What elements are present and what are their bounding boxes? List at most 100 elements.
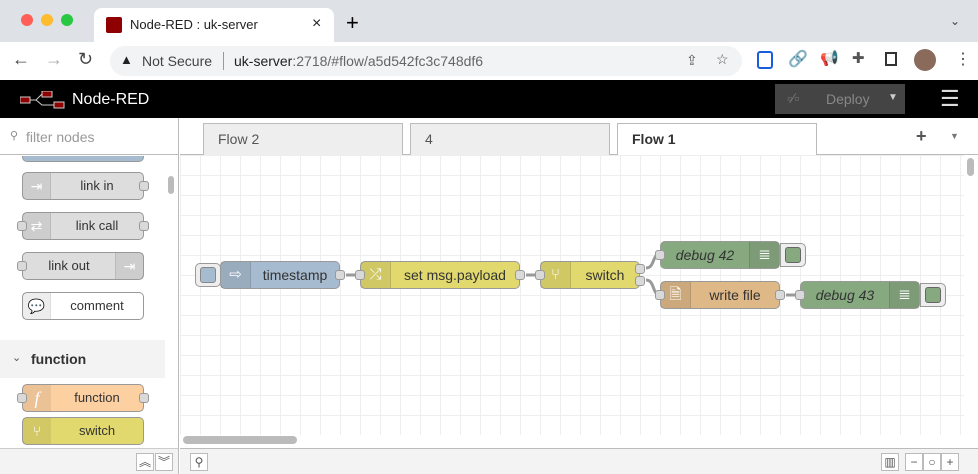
new-tab-button[interactable]: + [346, 10, 359, 35]
zoom-out-button[interactable]: − [905, 453, 923, 471]
profile-avatar[interactable] [914, 49, 936, 71]
workspace-footer: ⚲ ▥ − ○ + [180, 448, 978, 474]
browser-toolbar: ← → ↻ ▲ Not Secure uk-server:2718/#flow/… [0, 42, 978, 80]
node-label: comment [70, 298, 124, 313]
palette-node-partial[interactable] [22, 156, 144, 162]
node-label: set msg.payload [404, 267, 506, 283]
node-label: write file [709, 287, 761, 303]
search-flows-button[interactable]: ⚲ [190, 453, 208, 471]
palette-scrollbar[interactable] [165, 156, 178, 448]
add-flow-button[interactable]: + [916, 126, 927, 146]
extensions-puzzle-icon[interactable]: ✚ [852, 50, 865, 67]
input-port[interactable] [535, 270, 545, 280]
link-call-icon: ⇄ [23, 213, 51, 239]
output-port[interactable] [775, 290, 785, 300]
inject-button[interactable] [195, 263, 221, 287]
link-extension-icon[interactable]: 🔗 [788, 51, 808, 68]
palette-node-switch[interactable]: ⑂switch [22, 417, 144, 445]
main-menu-icon[interactable]: ☰ [940, 86, 960, 111]
palette-node-comment[interactable]: 💬comment [22, 292, 144, 320]
browser-menu-icon[interactable]: ⋮ [955, 51, 971, 68]
palette-filter[interactable]: ⚲ filter nodes [0, 118, 178, 155]
palette-node-link-call[interactable]: ⇄link call [17, 212, 149, 240]
output-port[interactable] [335, 270, 345, 280]
reload-icon[interactable]: ↻ [78, 49, 94, 69]
maximize-window-button[interactable] [61, 14, 73, 26]
input-port [17, 221, 27, 231]
debug-43-toggle[interactable] [920, 283, 946, 307]
node-red-header: Node-RED ▫⁄▫ Deploy ▼ ☰ [0, 80, 978, 118]
debug-42-toggle[interactable] [780, 243, 806, 267]
node-timestamp[interactable]: ⇨timestamp [220, 261, 345, 289]
output-port [139, 221, 149, 231]
not-secure-label[interactable]: Not Secure [142, 53, 213, 69]
flow-list-caret-icon[interactable]: ▼ [950, 131, 959, 141]
filter-nodes-input[interactable]: filter nodes [26, 129, 95, 145]
forward-icon[interactable]: → [45, 49, 63, 69]
node-set-msg-payload[interactable]: ⤮set msg.payload [355, 261, 525, 289]
share-icon[interactable]: ⇪ [686, 52, 698, 68]
bookmark-star-icon[interactable]: ☆ [716, 51, 729, 67]
flow-canvas[interactable]: ⇨timestamp ⤮set msg.payload ⑂switch debu… [180, 155, 964, 435]
url-path: :2718/#flow/a5d542fc3c748df6 [292, 53, 484, 69]
vertical-scrollbar-thumb[interactable] [967, 158, 974, 176]
input-port[interactable] [655, 250, 665, 260]
search-icon: ⚲ [10, 130, 19, 142]
input-port[interactable] [655, 290, 665, 300]
tab-label: Flow 1 [632, 131, 676, 147]
node-label: debug 43 [815, 287, 875, 303]
tab-label: 4 [425, 131, 433, 147]
input-port [17, 393, 27, 403]
horizontal-scrollbar-thumb[interactable] [183, 436, 297, 444]
node-red-logo-icon [20, 91, 65, 109]
file-icon: 🗎 [661, 282, 691, 308]
vertical-scroll-track[interactable] [964, 155, 978, 448]
palette-node-link-in[interactable]: ⇥link in [22, 172, 149, 200]
tab-flow-2[interactable]: Flow 2 [203, 123, 403, 155]
tab-title: Node-RED : uk-server [130, 17, 258, 32]
output-port-2[interactable] [635, 276, 645, 286]
expand-all-button[interactable]: ︾ [155, 453, 173, 471]
node-switch[interactable]: ⑂switch [535, 261, 645, 289]
close-window-button[interactable] [21, 14, 33, 26]
debug-list-icon: ≣ [889, 282, 919, 308]
url-host: uk-server [234, 53, 293, 69]
debug-list-icon: ≣ [749, 242, 779, 268]
warning-icon: ▲ [120, 52, 133, 67]
node-label: switch [585, 267, 625, 283]
address-bar[interactable]: ▲ Not Secure uk-server:2718/#flow/a5d542… [110, 46, 742, 76]
category-function-header[interactable]: ⌄ function [0, 340, 165, 378]
node-debug-43[interactable]: debug 43 ≣ [795, 281, 920, 309]
tab-4[interactable]: 4 [410, 123, 610, 155]
zoom-in-button[interactable]: + [941, 453, 959, 471]
zoom-reset-button[interactable]: ○ [923, 453, 941, 471]
link-out-icon: ⇥ [115, 253, 143, 279]
tab-flow-1[interactable]: Flow 1 [617, 123, 817, 156]
browser-tab[interactable]: Node-RED : uk-server × [94, 8, 334, 42]
minimize-window-button[interactable] [41, 14, 53, 26]
input-port [17, 261, 27, 271]
input-port[interactable] [795, 290, 805, 300]
switch-icon: ⑂ [23, 418, 51, 444]
output-port[interactable] [515, 270, 525, 280]
sidebar-icon[interactable] [885, 52, 897, 66]
tab-list-chevron-icon[interactable]: ⌄ [950, 14, 961, 28]
node-write-file[interactable]: 🗎 write file [655, 281, 785, 309]
close-tab-icon[interactable]: × [312, 15, 322, 32]
chevron-down-icon: ⌄ [12, 352, 22, 364]
tab-label: Flow 2 [218, 131, 260, 147]
output-port-1[interactable] [635, 264, 645, 274]
back-icon[interactable]: ← [12, 49, 30, 69]
palette-node-link-out[interactable]: link out⇥ [17, 252, 144, 280]
deploy-button[interactable]: ▫⁄▫ Deploy ▼ [775, 84, 905, 114]
deploy-label: Deploy [826, 91, 870, 107]
navigator-map-icon[interactable]: ▥ [881, 453, 899, 471]
collapse-all-button[interactable]: ︽ [136, 453, 154, 471]
bitwarden-icon[interactable] [757, 51, 773, 69]
horizontal-scroll-track[interactable] [180, 435, 964, 448]
megaphone-icon[interactable]: 📢 [820, 50, 839, 67]
deploy-dropdown-caret-icon[interactable]: ▼ [888, 92, 898, 103]
input-port[interactable] [355, 270, 365, 280]
node-debug-42[interactable]: debug 42≣ [655, 241, 780, 269]
